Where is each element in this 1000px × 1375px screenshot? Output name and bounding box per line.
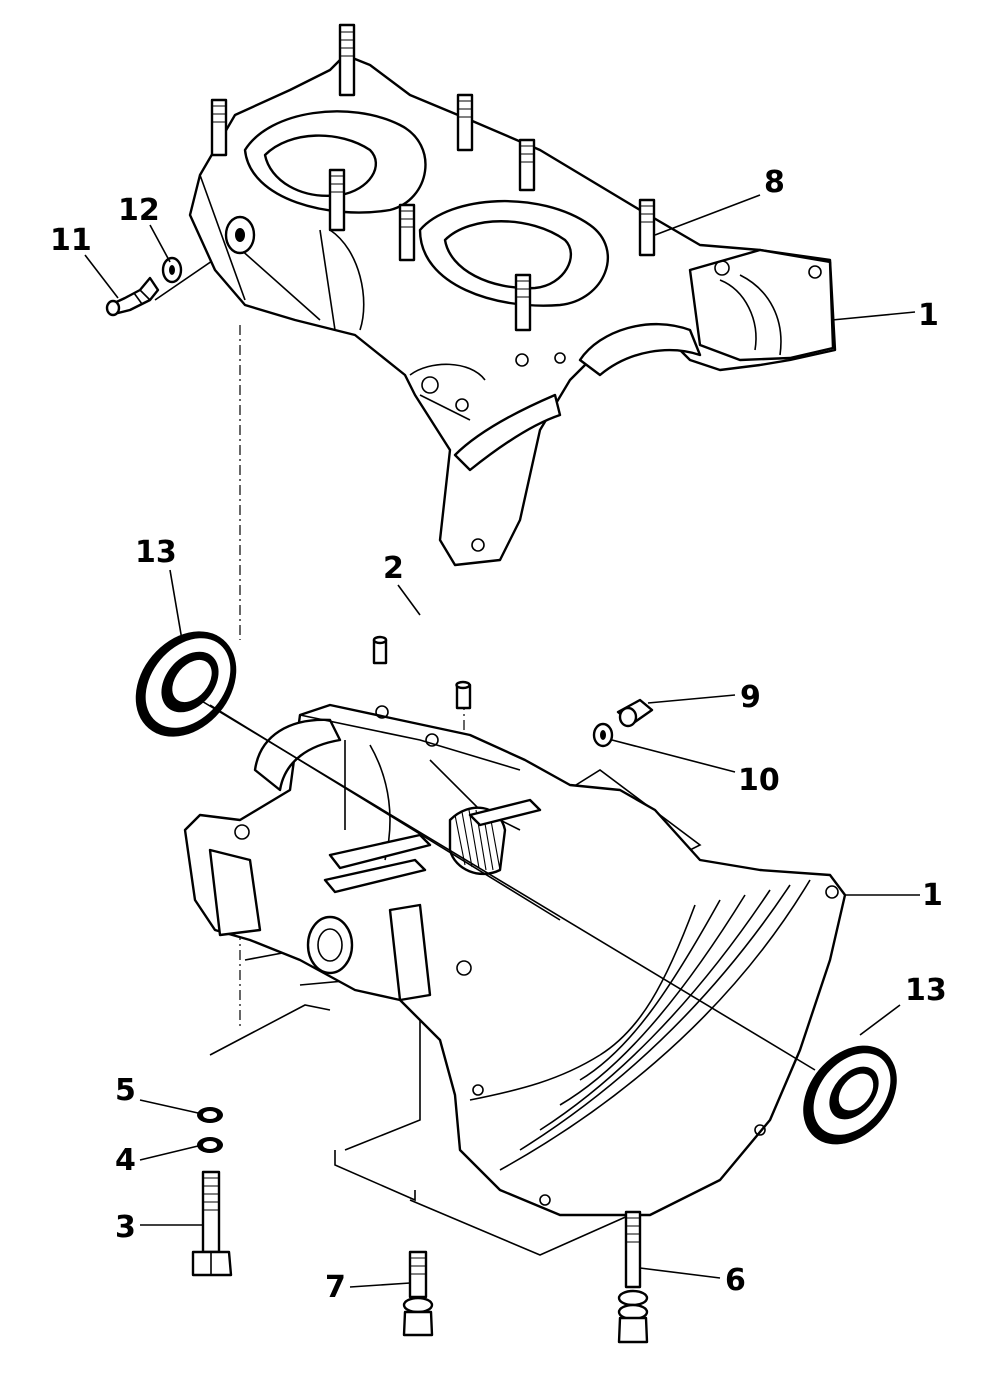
callout-7: 7: [325, 1270, 346, 1305]
callout-13-right: 13: [905, 973, 947, 1008]
upper-crankcase: [188, 23, 837, 567]
callout-2: 2: [383, 551, 404, 586]
cylinder-studs: [210, 23, 656, 332]
lower-crankcase: [183, 703, 847, 1217]
callout-4: 4: [115, 1143, 136, 1178]
callout-3: 3: [115, 1210, 136, 1245]
bolt-right: [617, 1210, 649, 1344]
oil-seal-right: [803, 1045, 897, 1145]
seal-axis-2: [209, 704, 561, 921]
callout-11: 11: [50, 223, 92, 258]
callout-6: 6: [725, 1263, 746, 1298]
callout-9: 9: [740, 680, 761, 715]
callout-13-left: 13: [135, 535, 177, 570]
callout-8: 8: [764, 165, 785, 200]
lower-plug-assembly: [592, 698, 654, 748]
dowel-pins: [372, 635, 472, 710]
bolt-long: [191, 1170, 233, 1277]
oil-seal-left: [135, 631, 237, 737]
washers: [197, 1107, 223, 1153]
callout-12: 12: [118, 193, 160, 228]
drain-plug-assembly: [105, 256, 183, 317]
bolt-short: [402, 1250, 434, 1337]
callout-labels: 8 1 12 11 13 2 9 10 1 13 5 4 3 7 6: [50, 165, 947, 1305]
leader-lines: [84, 194, 920, 1288]
callout-1-bottom: 1: [922, 878, 943, 913]
callout-10: 10: [738, 763, 780, 798]
callout-5: 5: [115, 1073, 136, 1108]
callout-1-top: 1: [918, 298, 939, 333]
